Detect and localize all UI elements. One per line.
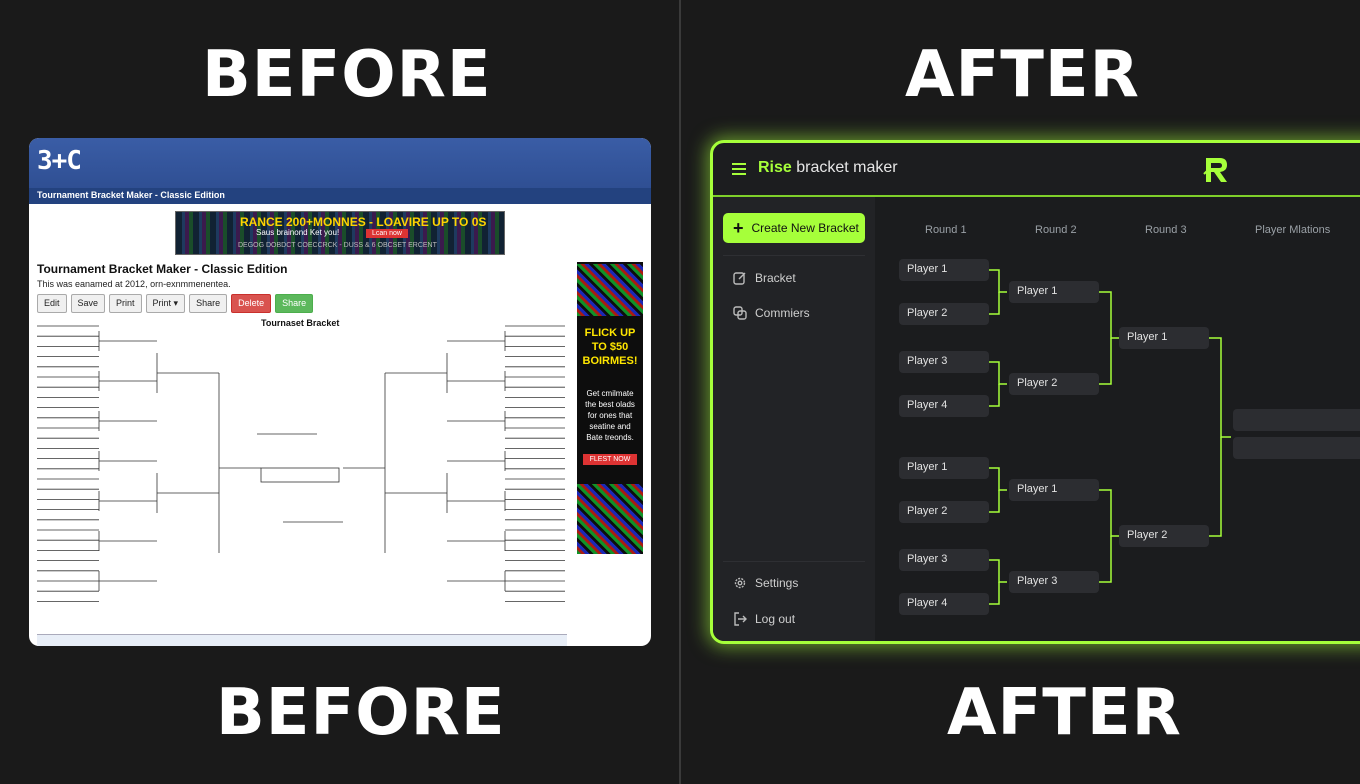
copy-icon: [733, 306, 747, 320]
bracket-canvas: Round 1 Round 2 Round 3 Player Mlations …: [875, 197, 1360, 641]
round2-slot-3[interactable]: Player 1: [1009, 479, 1099, 501]
old-share-button[interactable]: Share: [189, 294, 228, 313]
before-heading-top: BEFORE: [202, 38, 492, 112]
round-header-4: Player Mlations: [1255, 224, 1331, 236]
edit-icon: [733, 272, 746, 285]
round-header-2: Round 2: [1035, 224, 1077, 236]
round1-slot-7[interactable]: Player 3: [899, 549, 989, 571]
old-page-subtitle: This was eanamed at 2012, orn-exnmmenent…: [37, 279, 231, 289]
old-side-ad-headline: FLICK UP TO $50 BOIRMES!: [582, 327, 638, 367]
after-app-window: Rise bracket maker + Create New Bracket …: [710, 140, 1360, 644]
sidebar-item-settings[interactable]: Settings: [733, 576, 798, 590]
old-side-ad-pattern: [577, 264, 643, 316]
round1-slot-6[interactable]: Player 2: [899, 501, 989, 523]
round2-slot-4[interactable]: Player 3: [1009, 571, 1099, 593]
old-bracket-title: Tournaset Bracket: [261, 318, 340, 328]
old-print-menu-button[interactable]: Print ▾: [145, 294, 186, 313]
menu-icon[interactable]: [732, 163, 746, 175]
before-screenshot: 3+C Tournament Bracket Maker - Classic E…: [29, 138, 651, 646]
old-delete-button[interactable]: Delete: [231, 294, 272, 313]
old-share-green-button[interactable]: Share: [275, 294, 314, 313]
old-save-button[interactable]: Save: [70, 294, 106, 313]
logout-icon: [734, 612, 747, 626]
old-bracket-lines: [37, 325, 565, 602]
old-edit-button[interactable]: Edit: [37, 294, 67, 313]
after-heading-bottom: AFTER: [947, 676, 1182, 750]
old-print-button[interactable]: Print: [109, 294, 142, 313]
brand-name: Rise: [758, 159, 792, 176]
old-ad-headline: RANCE 200+MONNES - LOAVIRE UP TO 0S: [240, 215, 487, 229]
old-side-ad-body: Get cmilmate the best olads for ones tha…: [585, 389, 635, 442]
plus-icon: +: [733, 218, 744, 238]
round1-slot-4[interactable]: Player 4: [899, 395, 989, 417]
round2-slot-1[interactable]: Player 1: [1009, 281, 1099, 303]
round-header-3: Round 3: [1145, 224, 1187, 236]
round-header-1: Round 1: [925, 224, 967, 236]
round1-slot-8[interactable]: Player 4: [899, 593, 989, 615]
old-footer: [37, 634, 567, 646]
old-ad-text: Saus brainond Ket you!: [256, 228, 340, 237]
create-new-bracket-button[interactable]: + Create New Bracket: [723, 213, 865, 243]
sidebar-item-label: Commiers: [755, 306, 810, 320]
sidebar-item-label: Bracket: [755, 271, 796, 285]
old-side-ad-pattern-bottom: [577, 484, 643, 554]
create-new-bracket-label: Create New Bracket: [751, 221, 859, 235]
old-header-banner: 3+C: [29, 138, 651, 188]
round1-slot-1[interactable]: Player 1: [899, 259, 989, 281]
sidebar-item-commiers[interactable]: Commiers: [733, 306, 810, 320]
final-slot-empty-1[interactable]: [1233, 409, 1360, 431]
rise-logo-icon: [1203, 158, 1227, 182]
round1-slot-2[interactable]: Player 2: [899, 303, 989, 325]
brand-suffix: bracket maker: [791, 159, 898, 176]
round1-slot-5[interactable]: Player 1: [899, 457, 989, 479]
old-toolbar: Edit Save Print Print ▾ Share Delete Sha…: [37, 294, 314, 313]
before-heading-bottom: BEFORE: [216, 676, 506, 750]
old-subtitle-bar: Tournament Bracket Maker - Classic Editi…: [29, 188, 651, 204]
old-banner-ad[interactable]: RANCE 200+MONNES - LOAVIRE UP TO 0S Saus…: [175, 211, 505, 255]
brand-title: Rise bracket maker: [758, 159, 898, 177]
sidebar-divider: [723, 255, 865, 256]
round3-slot-2[interactable]: Player 2: [1119, 525, 1209, 547]
final-slot-empty-2[interactable]: [1233, 437, 1360, 459]
sidebar-item-label: Settings: [755, 576, 799, 590]
old-logo: 3+C: [37, 146, 82, 176]
center-divider: [679, 0, 681, 784]
old-side-ad[interactable]: FLICK UP TO $50 BOIRMES! Get cmilmate th…: [577, 262, 643, 554]
round2-slot-2[interactable]: Player 2: [1009, 373, 1099, 395]
old-side-ad-button[interactable]: FLEST NOW: [583, 454, 637, 465]
app-topbar: Rise bracket maker: [713, 143, 1360, 197]
round3-slot-1[interactable]: Player 1: [1119, 327, 1209, 349]
sidebar-item-bracket[interactable]: Bracket: [733, 271, 796, 285]
old-page-title: Tournament Bracket Maker - Classic Editi…: [37, 262, 288, 276]
gear-icon: [734, 577, 746, 589]
bracket-connectors: [989, 269, 1231, 605]
sidebar-item-label: Log out: [755, 612, 796, 626]
sidebar-item-logout[interactable]: Log out: [733, 612, 795, 626]
old-ad-footer: DEGOG DOBDCT COECCRCK - DUSS & 6 OBCSET …: [238, 242, 437, 249]
after-heading-top: AFTER: [905, 38, 1140, 112]
old-ad-button[interactable]: Lcan now: [366, 229, 408, 238]
sidebar: + Create New Bracket Bracket Commiers Se…: [713, 197, 875, 641]
round1-slot-3[interactable]: Player 3: [899, 351, 989, 373]
sidebar-divider-bottom: [723, 561, 865, 562]
